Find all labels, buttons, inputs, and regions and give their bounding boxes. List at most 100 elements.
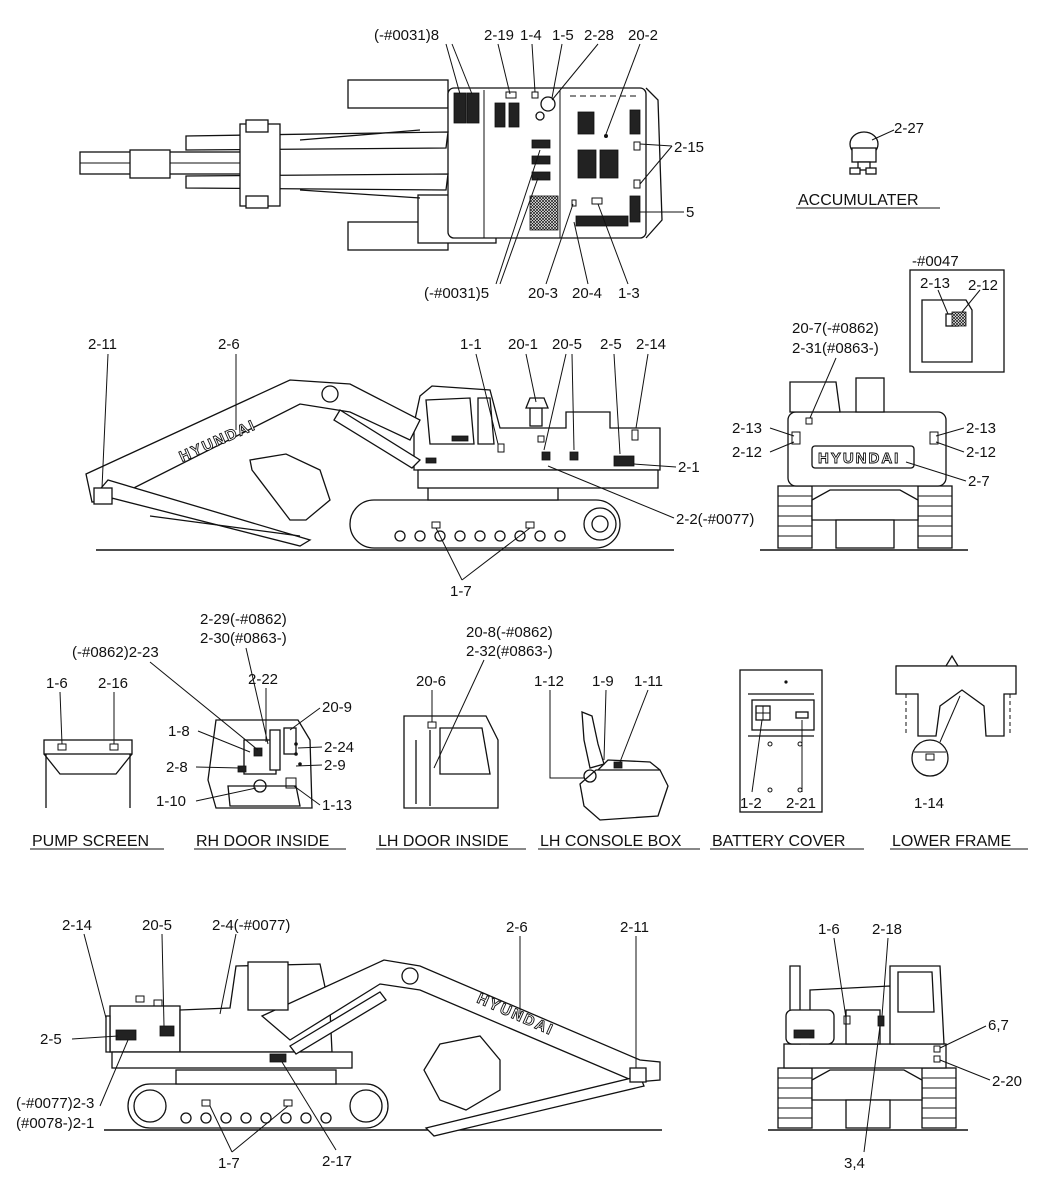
callout-rh-20-9: 20-9 [322,699,352,716]
side-view-right-drawing: HYUNDAI [104,959,662,1137]
caption-lh-door-inside: LH DOOR INSIDE [378,833,509,850]
right-track-rollers [180,1112,332,1124]
callout-rh-2-22: 2-22 [248,671,278,688]
callout-rh-2-29: 2-29(-#0862) [200,611,287,628]
callout-rh-1-10: 1-10 [156,793,186,810]
rear-track-lines [778,495,952,537]
callout-console-1-11: 1-11 [634,673,663,690]
callout-pump-2-16: 2-16 [98,675,128,692]
top-view-drawing [79,79,663,251]
callout-rear-2-13-a: 2-13 [732,420,762,437]
lh-console-drawing [579,711,669,821]
callout-rear-2-12-a: 2-12 [732,444,762,461]
callout-rh-2-8: 2-8 [166,759,188,776]
callout-left-20-5: 20-5 [552,336,582,353]
top-view-leaders [445,43,684,285]
callout-right-2-1: (#0078-)2-1 [16,1115,94,1132]
callout-rear-2-12-b: 2-12 [966,444,996,461]
callout-right-1-7: 1-7 [218,1155,240,1172]
callout-right-2-17: 2-17 [322,1153,352,1170]
callout-left-2-6: 2-6 [218,336,240,353]
callout-left-2-14: 2-14 [636,336,666,353]
lower-frame-drawing [895,654,1017,777]
rear-view-leaders [769,357,967,482]
callout-rear-2-13-b: 2-13 [966,420,996,437]
callout-rear-2-31: 2-31(#0863-) [792,340,879,357]
track-rollers [394,530,566,542]
side-view-right-leaders [71,933,637,1153]
callout-left-2-2: 2-2(-#0077) [676,511,754,528]
callout-console-1-9: 1-9 [592,673,614,690]
callout-front-3-4: 3,4 [844,1155,865,1172]
callout-rh-2-24: 2-24 [324,739,354,756]
callout-1-5: 1-5 [552,27,574,44]
caption-lower-frame: LOWER FRAME [892,833,1011,850]
callout-rear-2-7: 2-7 [968,473,990,490]
detail-0047-title: -#0047 [912,253,959,270]
pump-screen-drawing [43,739,133,808]
caption-accumulater: ACCUMULATER [798,192,919,209]
callout-left-2-1: 2-1 [678,459,700,476]
callout-lh-2-32: 2-32(#0863-) [466,643,553,660]
callout-left-2-11: 2-11 [88,336,117,353]
callout-2-28: 2-28 [584,27,614,44]
battery-cover-drawing [739,669,823,813]
callout-right-2-14: 2-14 [62,917,92,934]
callout-console-1-12: 1-12 [534,673,564,690]
callout-left-1-1: 1-1 [460,336,482,353]
callout-rh-2-9: 2-9 [324,757,346,774]
rh-door-leaders [149,647,323,806]
callout-rh-2-30: 2-30(#0863-) [200,630,287,647]
callout-2-27: 2-27 [894,120,924,137]
callout-front-6-7: 6,7 [988,1017,1009,1034]
callout-pump-1-6: 1-6 [46,675,68,692]
callout-right-2-4: 2-4(-#0077) [212,917,290,934]
lh-door-drawing [403,715,499,809]
callout-rh-1-13: 1-13 [322,797,352,814]
callout-right-2-3: (-#0077)2-3 [16,1095,94,1112]
caption-pump-screen: PUMP SCREEN [32,833,149,850]
callout-0031-5: (-#0031)5 [424,285,489,302]
caption-battery-cover: BATTERY COVER [712,833,845,850]
callout-left-2-5: 2-5 [600,336,622,353]
callout-right-2-11: 2-11 [620,919,649,936]
callout-front-1-6: 1-6 [818,921,840,938]
rh-door-drawing [207,719,313,809]
callout-5: 5 [686,204,694,221]
callout-1-3: 1-3 [618,285,640,302]
rear-view-drawing [760,377,968,551]
callout-left-1-7: 1-7 [450,583,472,600]
counterweight-brand: HYUNDAI [818,450,900,467]
caption-lh-console-box: LH CONSOLE BOX [540,833,682,850]
callout-20-3: 20-3 [528,285,558,302]
callout-front-2-20: 2-20 [992,1073,1022,1090]
front-view-leaders [833,937,991,1153]
callout-20-2: 20-2 [628,27,658,44]
callout-left-20-1: 20-1 [508,336,538,353]
callout-2-15: 2-15 [674,139,704,156]
callout-1-4: 1-4 [520,27,542,44]
front-view-drawing [768,965,968,1131]
callout-0047-2-12: 2-12 [968,277,998,294]
accumulator-drawing [849,129,895,175]
callout-rh-1-8: 1-8 [168,723,190,740]
front-track-lines [778,1077,956,1119]
callout-battery-1-2: 1-2 [740,795,762,812]
callout-lower-1-14: 1-14 [914,795,944,812]
callout-0031-8: (-#0031)8 [374,27,439,44]
callout-lh-20-6: 20-6 [416,673,446,690]
caption-rh-door-inside: RH DOOR INSIDE [196,833,329,850]
lh-console-leaders [549,689,649,779]
callout-right-20-5: 20-5 [142,917,172,934]
callout-right-2-5: 2-5 [40,1031,62,1048]
side-view-left-drawing: HYUNDAI [85,379,674,551]
callout-0047-2-13: 2-13 [920,275,950,292]
detail-0047-drawing [909,269,1005,373]
callout-rear-20-7: 20-7(-#0862) [792,320,879,337]
callout-20-4: 20-4 [572,285,602,302]
callout-rh-2-23: (-#0862)2-23 [72,644,159,661]
callout-front-2-18: 2-18 [872,921,902,938]
callout-right-2-6: 2-6 [506,919,528,936]
side-view-left-leaders [101,353,677,581]
